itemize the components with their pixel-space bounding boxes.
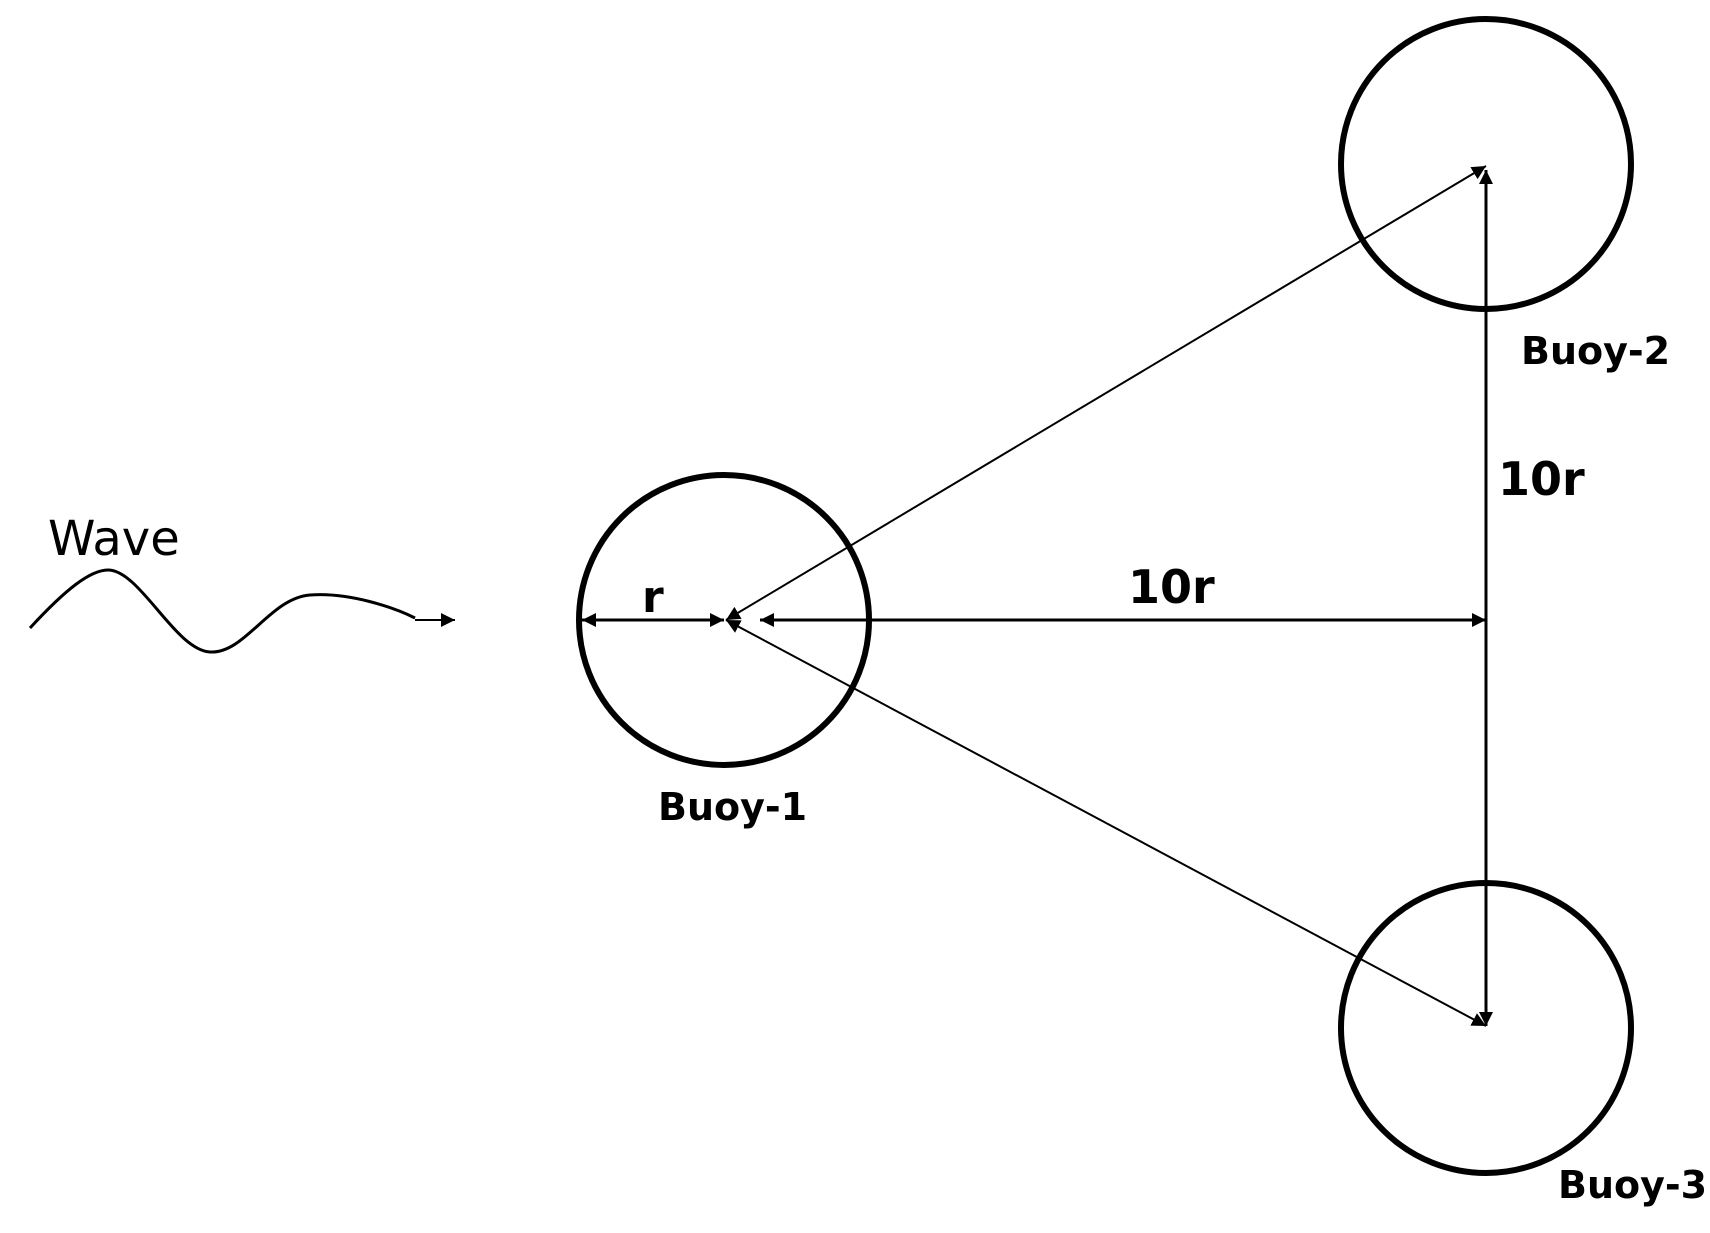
wave-curve [28, 568, 416, 654]
connector-buoy1-buoy3 [725, 619, 1487, 1027]
wave-label: Wave [48, 511, 180, 567]
buoy-3-label: Buoy-3 [1558, 1163, 1707, 1207]
buoy-2-label: Buoy-2 [1521, 329, 1670, 373]
buoy-1-label: Buoy-1 [658, 785, 807, 829]
horizontal-distance-label: 10r [1128, 560, 1215, 614]
connector-buoy1-buoy2 [725, 165, 1487, 621]
radius-label: r [642, 572, 664, 623]
vertical-distance-label: 10r [1498, 452, 1585, 506]
